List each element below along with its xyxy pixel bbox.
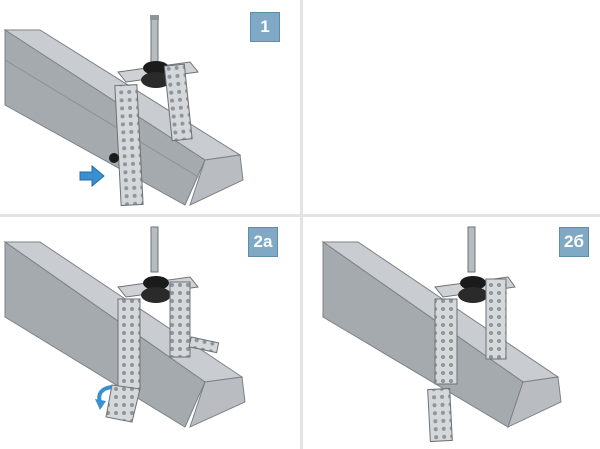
panel-step-2a: 2a (0, 217, 298, 449)
hanger-bracket (434, 276, 516, 385)
screw (109, 153, 119, 163)
push-arrow-icon (79, 164, 105, 188)
panel-empty (303, 0, 600, 212)
horizontal-divider (0, 214, 600, 217)
panel-step-2b: 2б (303, 217, 600, 449)
step-2a-illustration (3, 226, 246, 428)
step-badge: 2a (248, 227, 278, 257)
step-1-illustration (3, 15, 244, 207)
panel-step-1: 1 (0, 0, 298, 212)
bend-arrow-head-icon (95, 399, 106, 410)
cut-off-strip (427, 387, 453, 443)
step-badge: 1 (250, 12, 280, 42)
vertical-divider (300, 0, 303, 449)
hanger-bracket (114, 61, 199, 207)
step-2b-illustration (321, 226, 562, 443)
anchor-rod (150, 226, 159, 273)
hanger-bracket (105, 276, 220, 423)
anchor-rod (467, 226, 476, 273)
anchor-rod (150, 15, 159, 64)
step-badge: 2б (559, 227, 589, 257)
